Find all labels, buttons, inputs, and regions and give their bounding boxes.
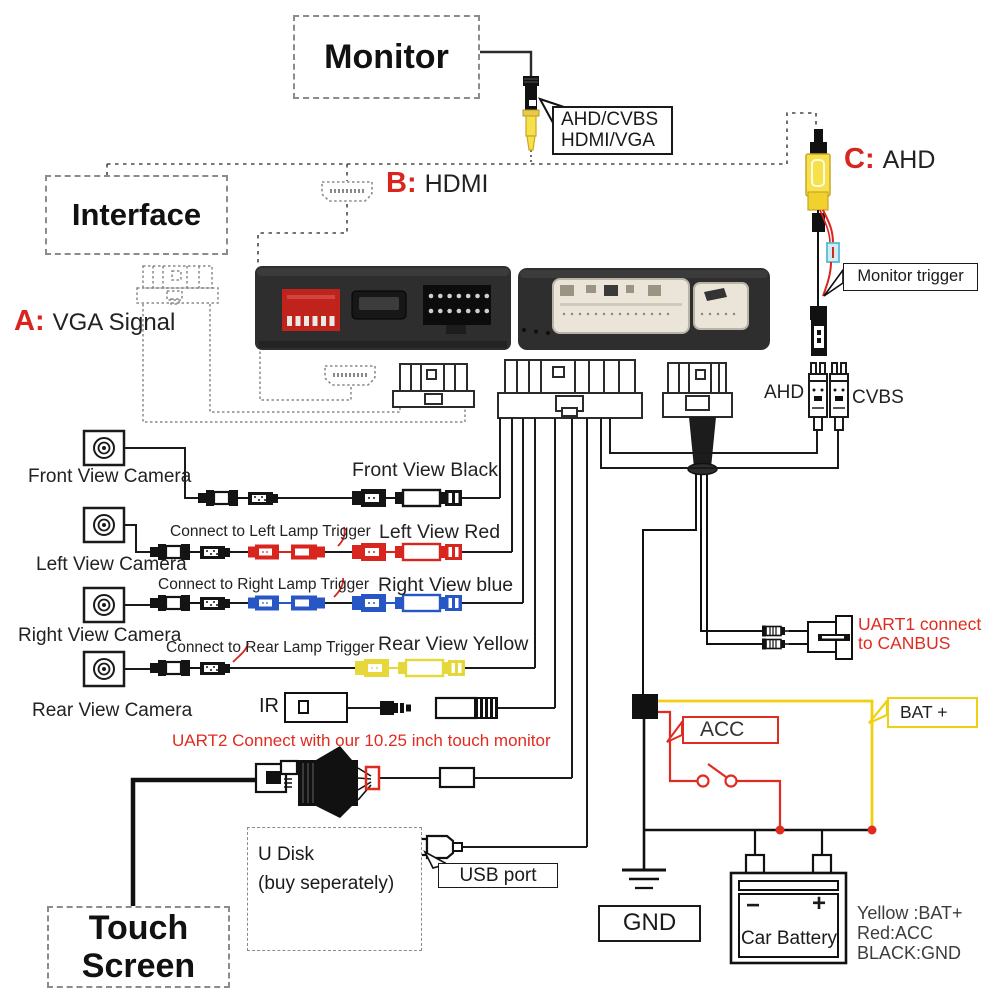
uart1-note-line1: UART1 connect [858, 614, 982, 634]
left-trigger-connectors [247, 543, 326, 561]
hdmi-icon [320, 180, 374, 203]
cable-label-line1: AHD/CVBS [561, 109, 659, 130]
legend-line1: Yellow :BAT+ [857, 903, 963, 923]
c-text: AHD [882, 146, 936, 174]
rear-cable-connectors [148, 658, 232, 678]
cvbs-plug-label: CVBS [852, 387, 904, 408]
rear-trigger-label: Connect to Rear Lamp Trigger [166, 639, 375, 656]
harness-device [518, 268, 770, 350]
right-camera-label: Right View Camera [18, 625, 182, 646]
interface-device [255, 266, 511, 350]
b-signal-label: B: HDMI [386, 167, 489, 200]
left-trigger-label: Connect to Left Lamp Trigger [170, 523, 371, 540]
b-text: HDMI [424, 170, 489, 198]
left-wire-label: Left View Red [379, 521, 501, 543]
right-trigger-label: Connect to Right Lamp Trigger [158, 576, 370, 593]
c-signal-label: C: AHD [844, 143, 935, 176]
usb-port-box: USB port [438, 863, 558, 888]
right-trigger-connectors [247, 594, 326, 612]
monitor-box: Monitor [293, 15, 480, 99]
signal-wires [124, 418, 839, 848]
monitor-cable-label-box: AHD/CVBS HDMI/VGA [552, 106, 673, 155]
cable-boot [687, 417, 718, 476]
touch-screen-line1: Touch [88, 909, 189, 947]
monitor-trigger-box: Monitor trigger [843, 263, 978, 291]
front-camera-icon [82, 429, 126, 467]
gnd-box: GND [598, 905, 701, 942]
front-cable-connectors [196, 488, 280, 508]
uart1-crimp-2 [761, 637, 790, 651]
wire-color-legend: Yellow :BAT+ Red:ACC BLACK:GND [857, 903, 963, 963]
bat-label: BAT + [900, 702, 948, 722]
left-camera-label: Left View Camera [36, 554, 187, 575]
hdmi-icon-bottom [323, 364, 377, 387]
right-camera-icon [82, 586, 126, 624]
cable-label-line2: HDMI/VGA [561, 130, 655, 151]
acc-label: ACC [700, 718, 745, 741]
right-wire-label: Right View blue [378, 574, 514, 596]
cvbs-plug [829, 362, 849, 431]
battery-minus: − [746, 892, 761, 919]
ir-receiver [284, 692, 498, 723]
uart1-note: UART1 connect to CANBUS [858, 615, 981, 653]
ahd-plug [808, 362, 828, 431]
touch-screen-box: Touch Screen [47, 906, 230, 988]
u-disk-line2: (buy seperately) [258, 873, 395, 894]
mid-harness-connector [392, 363, 475, 408]
gnd-label: GND [622, 909, 677, 936]
a-text: VGA Signal [52, 309, 176, 336]
rear-camera-label: Rear View Camera [32, 700, 193, 721]
dashed-guides [106, 112, 817, 265]
lamp-trigger-wires [232, 526, 346, 663]
monitor-cable [480, 50, 540, 151]
front-wire-label: Front View Black [352, 459, 498, 481]
touch-screen-line2: Screen [81, 947, 196, 985]
right-cable-connectors [148, 593, 232, 613]
car-battery-drawing [729, 853, 848, 965]
ahd-plug-chain [805, 129, 840, 356]
usb-port-label: USB port [459, 865, 537, 886]
uart1-crimp-1 [761, 624, 790, 638]
acc-box: ACC [682, 716, 779, 744]
u-disk-line1: U Disk [258, 844, 314, 865]
monitor-box-label: Monitor [324, 37, 449, 76]
b-prefix: B: [386, 167, 417, 199]
vga-connector-outline [136, 265, 219, 305]
legend-line2: Red:ACC [857, 923, 934, 943]
front-camera-label: Front View Camera [28, 466, 192, 487]
main-harness-connector [497, 359, 643, 419]
dashed-cable-guides [142, 304, 466, 423]
pin-connector-port [423, 285, 491, 325]
left-camera-icon [82, 506, 126, 544]
car-battery-label: Car Battery [740, 928, 838, 949]
ahd-plug-label: AHD [764, 382, 805, 403]
uart2-connector [130, 746, 476, 906]
rear-camera-icon [82, 650, 126, 688]
c-prefix: C: [844, 143, 875, 175]
interface-box: Interface [45, 175, 228, 255]
a-prefix: A: [14, 305, 45, 337]
rear-view-plug [353, 657, 467, 679]
bat-box: BAT + [887, 697, 978, 728]
monitor-trigger-label: Monitor trigger [857, 267, 964, 285]
battery-plus: + [812, 890, 827, 917]
power-wiring [622, 474, 877, 890]
uart1-note-line2: to CANBUS [858, 633, 951, 653]
legend-line3: BLACK:GND [857, 943, 962, 963]
a-signal-label: A: VGA Signal [14, 305, 175, 338]
left-view-plug [350, 541, 464, 563]
small-harness-connector [662, 362, 733, 418]
uart2-note: UART2 Connect with our 10.25 inch touch … [172, 731, 551, 750]
ir-label: IR [259, 695, 279, 717]
u-disk-box: U Disk (buy seperately) [247, 827, 422, 951]
front-view-plug [350, 487, 464, 509]
rear-wire-label: Rear View Yellow [378, 633, 529, 655]
interface-box-label: Interface [71, 197, 202, 232]
